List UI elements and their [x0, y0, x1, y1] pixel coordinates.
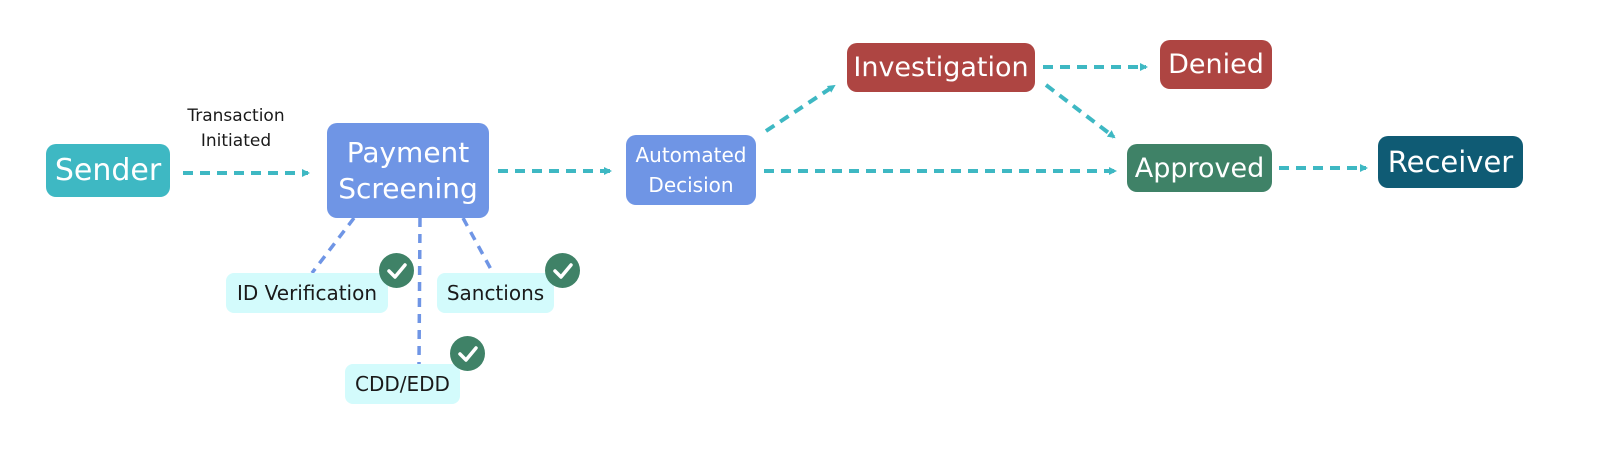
connector-screening-to-id-verification	[310, 216, 356, 275]
sanctions-node[interactable]: Sanctions	[437, 273, 554, 313]
id-verification-node[interactable]: ID Verification	[226, 273, 388, 313]
transaction-initiated-label: Transaction Initiated	[187, 106, 285, 151]
check-circle-icon	[379, 253, 414, 288]
cdd-edd-node[interactable]: CDD/EDD	[345, 364, 460, 404]
receiver-node[interactable]: Receiver	[1378, 136, 1523, 188]
denied-node[interactable]: Denied	[1160, 40, 1272, 89]
sender-node[interactable]: Sender	[46, 144, 170, 197]
connector-screening-to-sanctions	[461, 217, 495, 274]
arrow-investigation-to-approved	[1044, 83, 1116, 139]
automated-decision-node[interactable]: Automated Decision	[626, 135, 756, 205]
arrow-decision-to-investigation	[764, 84, 836, 133]
approved-node[interactable]: Approved	[1127, 144, 1272, 192]
payment-screening-node[interactable]: Payment Screening	[327, 123, 489, 218]
connector-screening-to-cdd-edd	[417, 217, 422, 365]
investigation-node[interactable]: Investigation	[847, 43, 1035, 92]
check-circle-icon	[545, 253, 580, 288]
check-circle-icon	[450, 336, 485, 371]
